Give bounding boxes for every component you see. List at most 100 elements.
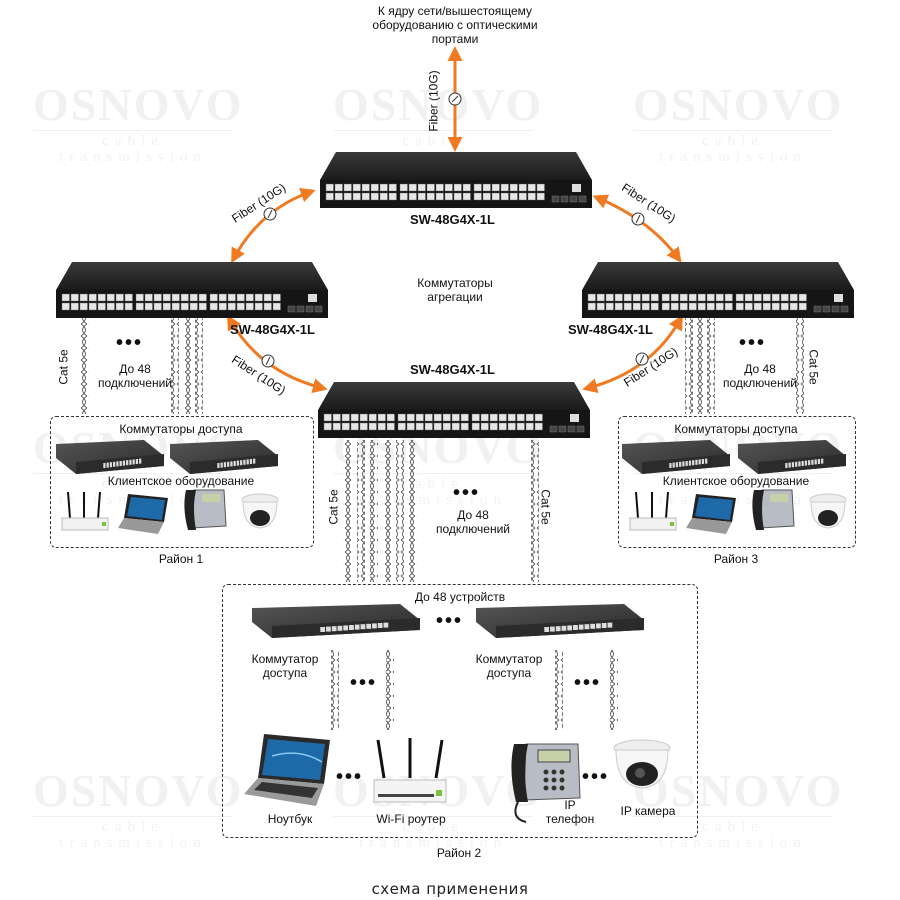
rj45-port	[189, 302, 198, 311]
cat5e-cables-bottom	[343, 440, 539, 582]
rj45-port	[227, 293, 236, 302]
sfp-port	[840, 305, 849, 313]
rj45-port	[388, 183, 397, 192]
rj45-port	[460, 422, 469, 431]
rj45-port	[236, 460, 240, 466]
rj45-port	[334, 192, 343, 201]
rj45-port	[379, 183, 388, 192]
rj45-port	[162, 302, 171, 311]
rj45-port	[408, 183, 417, 192]
laptop-icon	[118, 494, 168, 534]
rj45-port	[350, 413, 359, 422]
rj45-port	[332, 413, 341, 422]
rj45-port	[679, 461, 682, 467]
rj45-port	[682, 461, 685, 467]
rj45-port	[323, 422, 332, 431]
rj45-port	[527, 183, 536, 192]
district-2-box	[222, 584, 698, 838]
rj45-port	[735, 293, 744, 302]
rj45-port	[153, 293, 162, 302]
rj45-port	[789, 293, 798, 302]
rj45-port	[132, 459, 135, 465]
rj45-port	[370, 183, 379, 192]
rj45-port	[601, 623, 607, 628]
sfp-port	[551, 195, 560, 203]
ellipsis-icon: •••	[582, 766, 610, 788]
rj45-port	[144, 293, 153, 302]
rj45-port	[406, 413, 415, 422]
rj45-port	[453, 183, 462, 192]
rj45-port	[417, 183, 426, 192]
switch-chassis-top	[56, 262, 328, 290]
rj45-port	[124, 293, 133, 302]
rj45-port	[791, 462, 795, 468]
rj45-port	[70, 302, 79, 311]
rj45-port	[596, 293, 605, 302]
switch-model-label: SW-48G4X-1L	[568, 322, 653, 337]
rj45-port	[607, 622, 613, 628]
rj45-port	[518, 183, 527, 192]
rj45-port	[724, 293, 733, 302]
rj45-port	[323, 413, 332, 422]
switch-chassis-top	[318, 382, 590, 410]
sfp-port	[569, 195, 578, 203]
rj45-port	[366, 623, 372, 629]
rj45-port	[198, 302, 207, 311]
rj45-port	[536, 183, 545, 192]
rj45-port	[331, 626, 337, 632]
rj45-port	[491, 183, 500, 192]
rj45-port	[442, 422, 451, 431]
rj45-port	[361, 192, 370, 201]
rj45-port	[587, 293, 596, 302]
cat5e-cables-left	[81, 318, 203, 414]
devices-count-label: До 48 устройств	[414, 590, 506, 604]
rj45-port	[536, 192, 545, 201]
rj45-port	[715, 302, 724, 311]
rj45-port	[433, 422, 442, 431]
sfp-port	[831, 305, 840, 313]
rj45-port	[124, 302, 133, 311]
rj45-port	[500, 192, 509, 201]
rj45-port	[417, 192, 426, 201]
district-label: Район 2	[436, 846, 482, 860]
rj45-port	[762, 302, 771, 311]
sfp-port	[296, 305, 305, 313]
rj45-port	[424, 413, 433, 422]
rj45-port	[426, 183, 435, 192]
cat5e-cables-district2	[331, 650, 618, 730]
rj45-port	[171, 302, 180, 311]
rj45-port	[106, 462, 109, 468]
rj45-port	[785, 463, 788, 468]
rj45-port	[453, 192, 462, 201]
rj45-port	[808, 460, 811, 466]
rj45-port	[573, 625, 578, 630]
rj45-port	[217, 463, 220, 468]
sfp-port	[576, 425, 585, 433]
sfp-port	[822, 305, 831, 313]
rj45-port	[661, 302, 670, 311]
rj45-port	[119, 461, 122, 466]
rj45-port	[641, 302, 650, 311]
rj45-port	[675, 462, 679, 468]
rj45-port	[534, 413, 543, 422]
ip-phone-icon	[511, 743, 581, 823]
rj45-port	[153, 302, 162, 311]
access-switches-label: Коммутаторы доступа	[119, 422, 243, 436]
ellipsis-icon: •••	[116, 332, 144, 354]
rj45-port	[249, 459, 253, 464]
rj45-port	[482, 183, 491, 192]
rj45-port	[399, 192, 408, 201]
access-switch	[56, 440, 164, 474]
rj45-port	[789, 302, 798, 311]
rj45-port	[669, 463, 672, 468]
rj45-port	[567, 625, 573, 631]
rj45-port	[670, 293, 679, 302]
rj45-port	[97, 293, 106, 302]
ellipsis-icon: •••	[336, 766, 364, 788]
rj45-port	[334, 183, 343, 192]
ellipsis-icon: •••	[350, 672, 378, 694]
rj45-port	[679, 302, 688, 311]
